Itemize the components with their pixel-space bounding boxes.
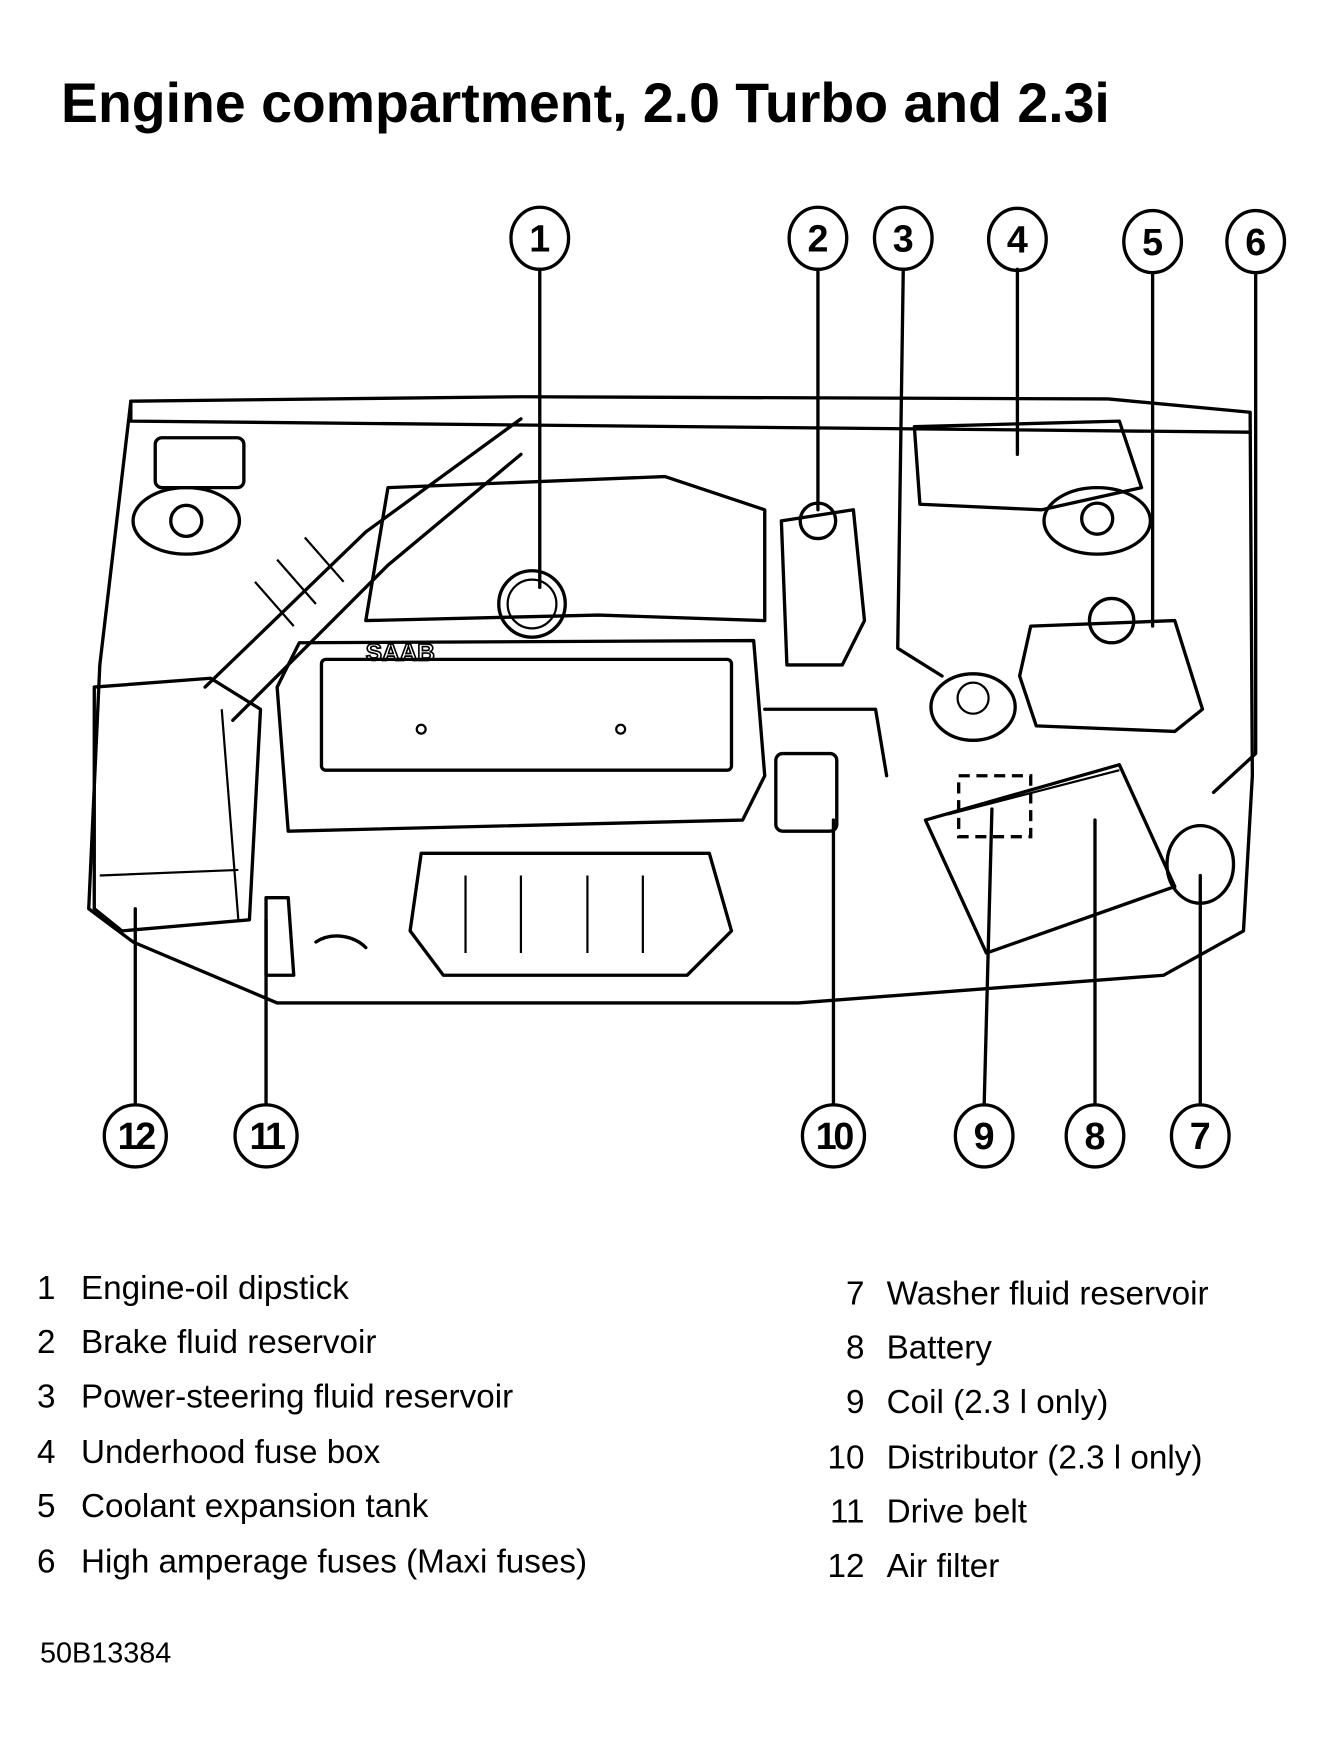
legend-item: 12 Air filter bbox=[828, 1548, 1000, 1585]
svg-text:8: 8 bbox=[1085, 1115, 1106, 1157]
legend-item: 9 Coil (2.3 l only) bbox=[846, 1384, 1108, 1421]
callout-6: 6 bbox=[1225, 208, 1287, 275]
legend-item: 3 Power-steering fluid reservoir bbox=[37, 1378, 513, 1415]
callout-5: 5 bbox=[1122, 208, 1184, 275]
svg-text:11: 11 bbox=[249, 1115, 285, 1157]
svg-text:1: 1 bbox=[529, 218, 550, 260]
legend-item: 4 Underhood fuse box bbox=[37, 1434, 381, 1471]
svg-text:Drive belt: Drive belt bbox=[887, 1494, 1027, 1531]
svg-text:10: 10 bbox=[816, 1115, 854, 1157]
legend-item: 8 Battery bbox=[846, 1330, 992, 1367]
legend-item: 5 Coolant expansion tank bbox=[37, 1488, 429, 1525]
legend-right: 7 Washer fluid reservoir 8 Battery 9 Coil (… bbox=[828, 1275, 1209, 1585]
callout-3: 3 bbox=[872, 205, 934, 271]
svg-text:Power-steering fluid reservoir: Power-steering fluid reservoir bbox=[81, 1378, 513, 1415]
svg-text:7: 7 bbox=[1190, 1115, 1211, 1157]
coil-dashed-outline bbox=[957, 774, 1033, 839]
svg-text:9: 9 bbox=[846, 1384, 864, 1421]
legend-item: 1 Engine-oil dipstick bbox=[37, 1270, 349, 1307]
svg-text:10: 10 bbox=[828, 1439, 865, 1476]
svg-text:Coolant expansion tank: Coolant expansion tank bbox=[81, 1488, 429, 1525]
svg-text:5: 5 bbox=[37, 1488, 55, 1525]
svg-text:1: 1 bbox=[37, 1270, 55, 1307]
svg-text:2: 2 bbox=[37, 1324, 55, 1361]
callout-1: 1 bbox=[509, 205, 571, 271]
legend-item: 7 Washer fluid reservoir bbox=[846, 1275, 1209, 1312]
svg-text:2: 2 bbox=[807, 218, 828, 260]
svg-text:12: 12 bbox=[118, 1115, 156, 1157]
svg-text:Brake fluid reservoir: Brake fluid reservoir bbox=[81, 1324, 377, 1361]
figure-id: 50B13384 bbox=[40, 1637, 171, 1669]
callout-2: 2 bbox=[787, 205, 849, 271]
air-filter-shape bbox=[92, 676, 263, 933]
callout-8: 8 bbox=[1064, 1103, 1126, 1169]
svg-text:9: 9 bbox=[974, 1115, 995, 1157]
svg-text:Washer fluid reservoir: Washer fluid reservoir bbox=[887, 1275, 1209, 1312]
svg-text:Coil (2.3 l only): Coil (2.3 l only) bbox=[887, 1384, 1109, 1421]
svg-text:6: 6 bbox=[37, 1544, 55, 1581]
legend-item: 6 High amperage fuses (Maxi fuses) bbox=[37, 1544, 587, 1581]
callout-4: 4 bbox=[986, 206, 1048, 273]
callout-11: 11 bbox=[233, 1103, 299, 1169]
svg-text:Underhood fuse box: Underhood fuse box bbox=[81, 1434, 381, 1471]
svg-text:6: 6 bbox=[1245, 221, 1266, 263]
legend-item: 10 Distributor (2.3 l only) bbox=[828, 1439, 1203, 1476]
engine-bay-drawing: SAAB bbox=[87, 395, 1255, 1005]
svg-text:4: 4 bbox=[1007, 219, 1028, 261]
page-title: Engine compartment, 2.0 Turbo and 2.3i bbox=[61, 72, 1110, 134]
callout-9: 9 bbox=[953, 1103, 1015, 1169]
legend-item: 2 Brake fluid reservoir bbox=[37, 1324, 377, 1361]
svg-text:12: 12 bbox=[828, 1548, 865, 1585]
svg-text:3: 3 bbox=[893, 218, 914, 260]
svg-text:Distributor (2.3 l only): Distributor (2.3 l only) bbox=[887, 1439, 1203, 1476]
svg-text:11: 11 bbox=[830, 1494, 864, 1531]
callout-10: 10 bbox=[800, 1103, 867, 1169]
callout-12: 12 bbox=[102, 1103, 168, 1169]
callout-7: 7 bbox=[1169, 1103, 1231, 1169]
svg-text:Engine-oil dipstick: Engine-oil dipstick bbox=[81, 1270, 349, 1307]
svg-text:Battery: Battery bbox=[887, 1330, 993, 1367]
svg-text:3: 3 bbox=[37, 1378, 55, 1415]
saab-logo: SAAB bbox=[366, 639, 435, 666]
legend-left: 1 Engine-oil dipstick 2 Brake fluid reserv… bbox=[37, 1270, 587, 1581]
svg-text:7: 7 bbox=[846, 1275, 864, 1312]
svg-text:5: 5 bbox=[1142, 221, 1163, 263]
legend-item: 11 Drive belt bbox=[830, 1494, 1027, 1531]
svg-text:4: 4 bbox=[37, 1434, 55, 1471]
callout-leaders bbox=[133, 267, 1258, 1107]
svg-text:High amperage fuses (Maxi fuse: High amperage fuses (Maxi fuses) bbox=[81, 1544, 587, 1581]
svg-text:Air filter: Air filter bbox=[887, 1548, 1000, 1585]
dipstick-cap-shape bbox=[497, 569, 567, 639]
svg-text:8: 8 bbox=[846, 1330, 864, 1367]
